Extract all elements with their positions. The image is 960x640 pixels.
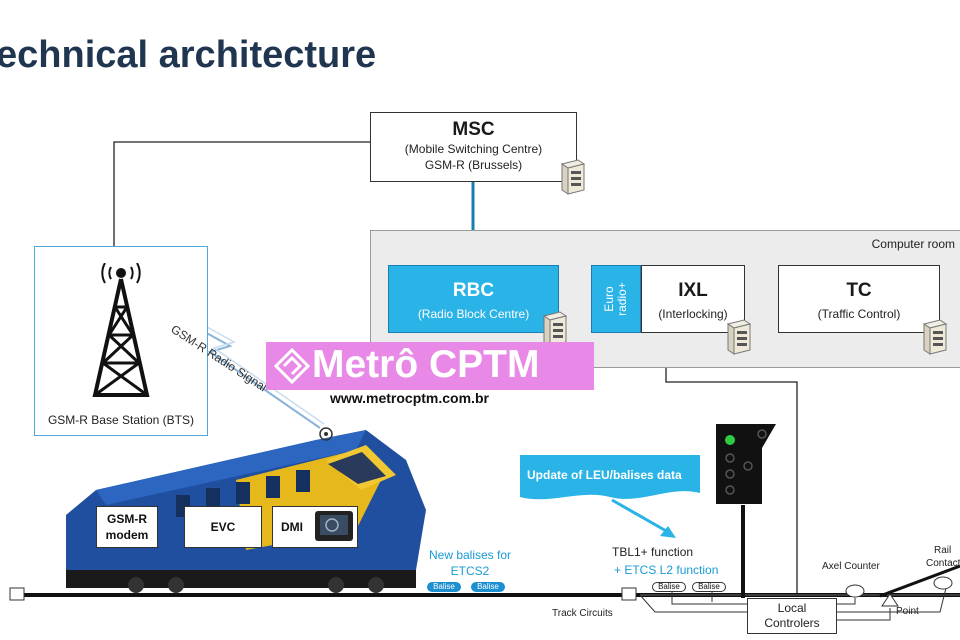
tc-server-icon xyxy=(922,319,948,355)
dmi-screen-icon xyxy=(315,511,353,541)
ixl-box: IXL (Interlocking) xyxy=(641,265,745,333)
balise-new-2: Balise xyxy=(471,582,505,592)
gsmr-modem-box: GSM-R modem xyxy=(96,506,158,548)
msc-line2: GSM-R (Brussels) xyxy=(424,158,523,172)
msc-name: MSC xyxy=(452,119,495,140)
msc-server-icon xyxy=(560,159,586,195)
euroradio-label: Euro radio+ xyxy=(602,282,629,316)
watermark-brand: Metrô CPTM xyxy=(312,343,540,386)
watermark-banner: Metrô CPTM xyxy=(266,342,594,390)
bts-box: GSM-R Base Station (BTS) xyxy=(34,246,208,436)
axel-counter-label: Axel Counter xyxy=(822,561,880,572)
msc-line1: (Mobile Switching Centre) xyxy=(404,142,543,156)
balise-existing-1: Balise xyxy=(652,582,686,592)
leu-update-banner xyxy=(520,455,700,500)
metro-logo-icon xyxy=(274,348,310,384)
balise-existing-2: Balise xyxy=(692,582,726,592)
tc-name: TC xyxy=(846,280,872,301)
local-controllers-line2: Controlers xyxy=(764,616,820,630)
watermark-url: www.metrocptm.com.br xyxy=(330,390,489,406)
dmi-label: DMI xyxy=(281,520,303,534)
msc-box: MSC (Mobile Switching Centre) GSM-R (Bru… xyxy=(370,112,577,182)
new-balises-line2: ETCS2 xyxy=(450,564,490,578)
page-title: echnical architecture xyxy=(0,34,377,76)
signal-icon xyxy=(716,424,776,504)
tbl-line2: + ETCS L2 function xyxy=(614,563,719,577)
rbc-name: RBC xyxy=(452,280,495,301)
local-controllers-box: Local Controlers xyxy=(747,598,837,634)
balise-new-1: Balise xyxy=(427,582,461,592)
tbl-line1: TBL1+ function xyxy=(612,545,694,559)
ixl-server-icon xyxy=(726,319,752,355)
track-circuits-label: Track Circuits xyxy=(552,608,613,619)
local-controllers-line1: Local xyxy=(777,601,807,615)
euroradio-box: Euro radio+ xyxy=(591,265,641,333)
tc-box: TC (Traffic Control) xyxy=(778,265,940,333)
point-label: Point xyxy=(896,606,919,617)
ixl-name: IXL xyxy=(678,280,708,301)
gsmr-modem-label: GSM-R modem xyxy=(105,512,149,542)
rail-contact-line1: Rail xyxy=(934,545,952,556)
computer-room-label: Computer room xyxy=(871,237,955,251)
rail-contact-line2: Contact xyxy=(926,558,960,569)
radio-tower-icon xyxy=(92,263,150,397)
tc-sub: (Traffic Control) xyxy=(817,307,901,321)
evc-label: EVC xyxy=(210,520,236,534)
rbc-sub: (Radio Block Centre) xyxy=(417,307,530,321)
ixl-sub: (Interlocking) xyxy=(658,307,728,321)
evc-box: EVC xyxy=(184,506,262,548)
leu-update-text: Update of LEU/balises data xyxy=(527,468,682,482)
bts-label: GSM-R Base Station (BTS) xyxy=(47,413,195,427)
rbc-box: RBC (Radio Block Centre) xyxy=(388,265,559,333)
new-balises-line1: New balises for xyxy=(428,548,512,562)
